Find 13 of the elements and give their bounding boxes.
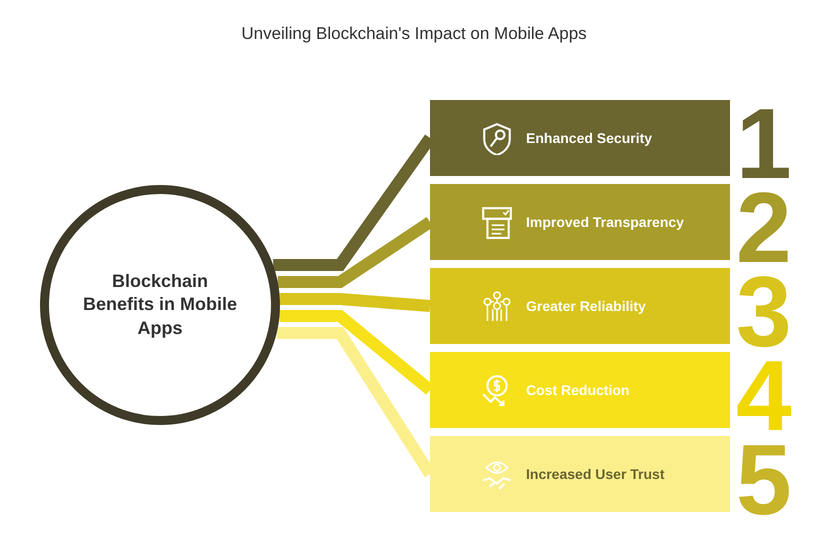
band-node xyxy=(430,436,730,512)
diagram-title: Unveiling Blockchain's Impact on Mobile Apps xyxy=(240,24,588,44)
band-label: Greater Reliability xyxy=(526,298,646,314)
connector-ribbon xyxy=(280,293,430,312)
band-node xyxy=(430,268,730,344)
band-label: Enhanced Security xyxy=(526,130,652,146)
node-text: Blockchain Benefits in Mobile Apps xyxy=(82,270,238,340)
band-label: Increased User Trust xyxy=(526,466,665,482)
band-label: Improved Transparency xyxy=(526,214,684,230)
band-node xyxy=(430,100,730,176)
band-node xyxy=(430,352,730,428)
band-label: Cost Reduction xyxy=(526,382,630,398)
band-node xyxy=(430,184,730,260)
